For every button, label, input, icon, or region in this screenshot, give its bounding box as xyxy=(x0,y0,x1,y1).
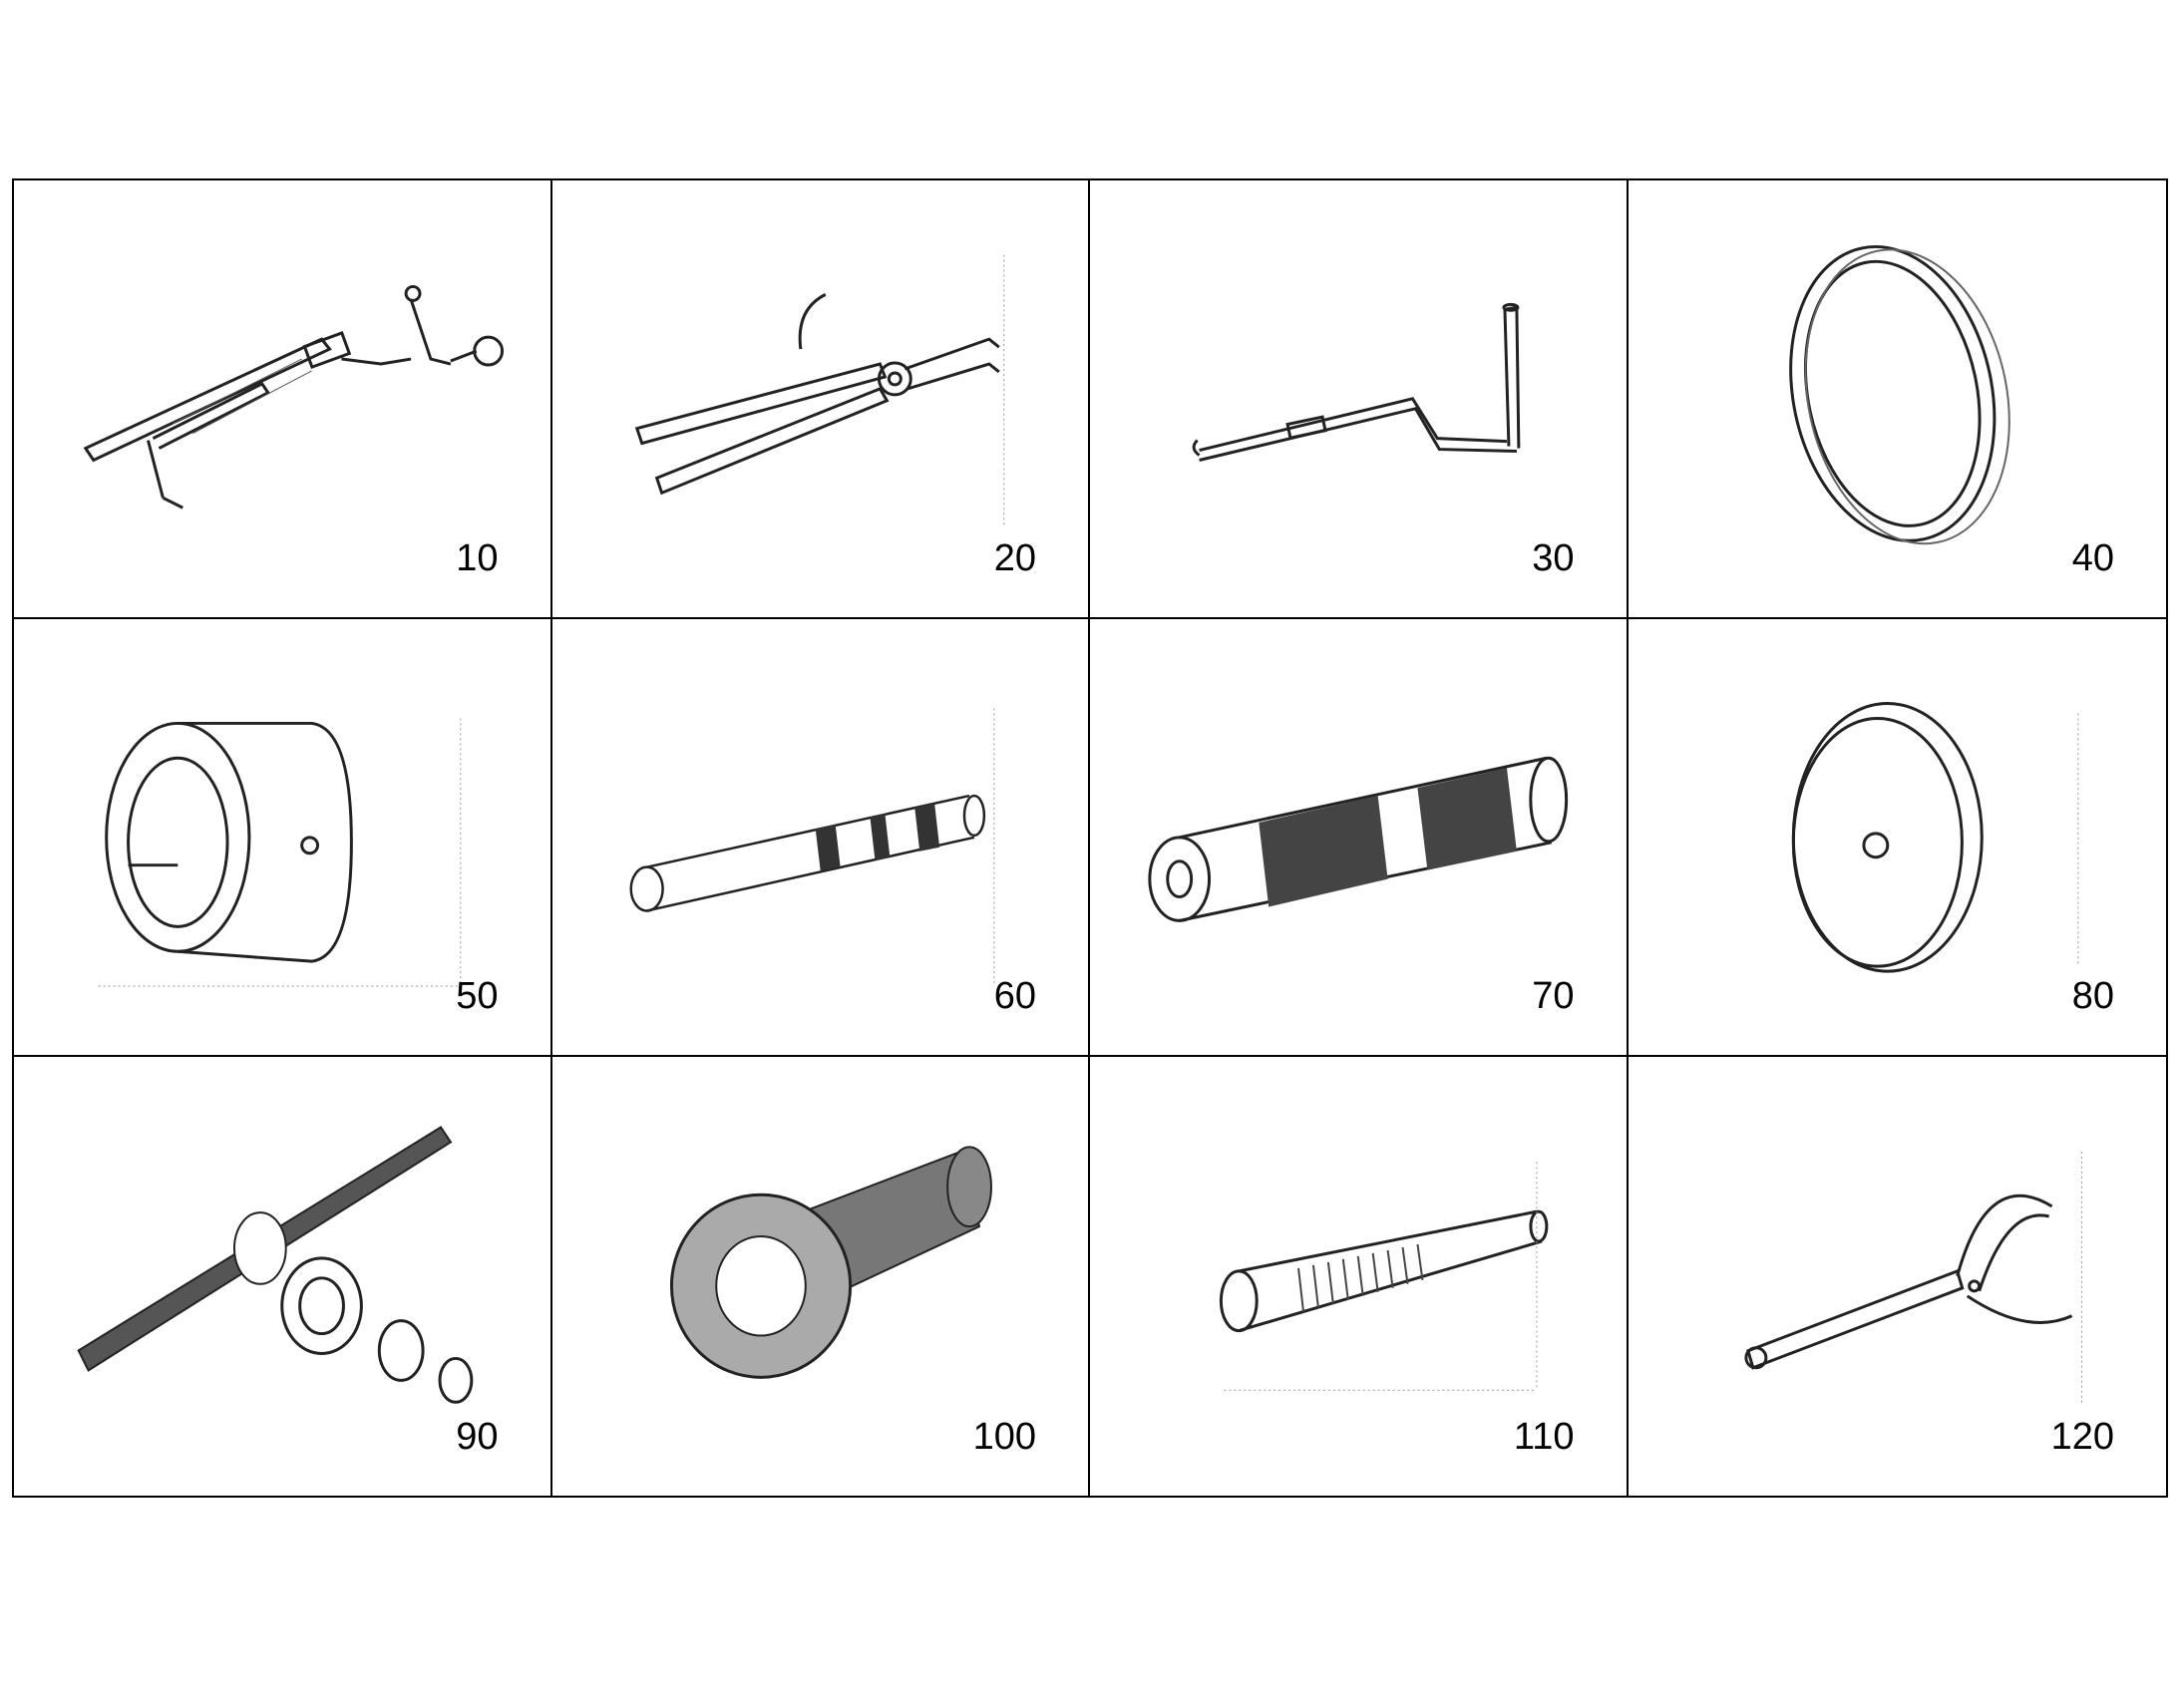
bent-hook-rod-icon xyxy=(1192,302,1521,462)
part-number-label: 110 xyxy=(1513,1415,1575,1458)
part-cell-10: 10 xyxy=(14,180,552,619)
part-number-label: 30 xyxy=(1532,536,1575,579)
snap-ring-pliers-icon xyxy=(634,254,1004,528)
part-cell-20: 20 xyxy=(551,180,1090,619)
part-cell-40: 40 xyxy=(1628,180,2166,619)
part-number-label: 50 xyxy=(456,975,499,1018)
part-number-label: 80 xyxy=(2071,975,2114,1018)
part-number-label: 40 xyxy=(2071,536,2114,579)
bar-puller-adapters-icon xyxy=(77,1126,474,1405)
part-cell-90: 90 xyxy=(14,1057,552,1496)
part-number-label: 10 xyxy=(456,536,499,579)
part-number-label: 120 xyxy=(2050,1415,2114,1458)
part-number-label: 70 xyxy=(1532,975,1575,1018)
part-number-label: 100 xyxy=(972,1415,1036,1458)
part-cell-80: 80 xyxy=(1628,619,2166,1058)
hook-spanner-wrench-icon xyxy=(1743,1152,2082,1407)
part-cell-100: 100 xyxy=(552,1057,1090,1496)
part-cell-50: 50 xyxy=(14,618,552,1058)
stepped-shaft-icon xyxy=(629,708,994,986)
part-cell-60: 60 xyxy=(551,618,1090,1058)
part-cell-120: 120 xyxy=(1629,1057,2167,1496)
splined-sleeve-icon xyxy=(98,718,462,987)
parts-grid: 10 20 xyxy=(12,178,2168,1498)
part-cell-110: 110 xyxy=(1090,1057,1629,1496)
caliper-gauge-tool-icon xyxy=(83,284,505,510)
part-number-label: 90 xyxy=(456,1415,499,1458)
part-cell-70: 70 xyxy=(1090,618,1629,1058)
threaded-bolt-icon xyxy=(1219,1162,1549,1392)
part-number-label: 20 xyxy=(993,536,1036,579)
part-number-label: 60 xyxy=(993,975,1036,1018)
knurled-mandrel-icon xyxy=(1148,756,1569,922)
ring-icon xyxy=(1788,244,2010,545)
slotted-socket-shaft-icon xyxy=(669,1146,992,1380)
part-cell-30: 30 xyxy=(1090,180,1629,619)
disc-wheel-icon xyxy=(1791,701,2078,973)
